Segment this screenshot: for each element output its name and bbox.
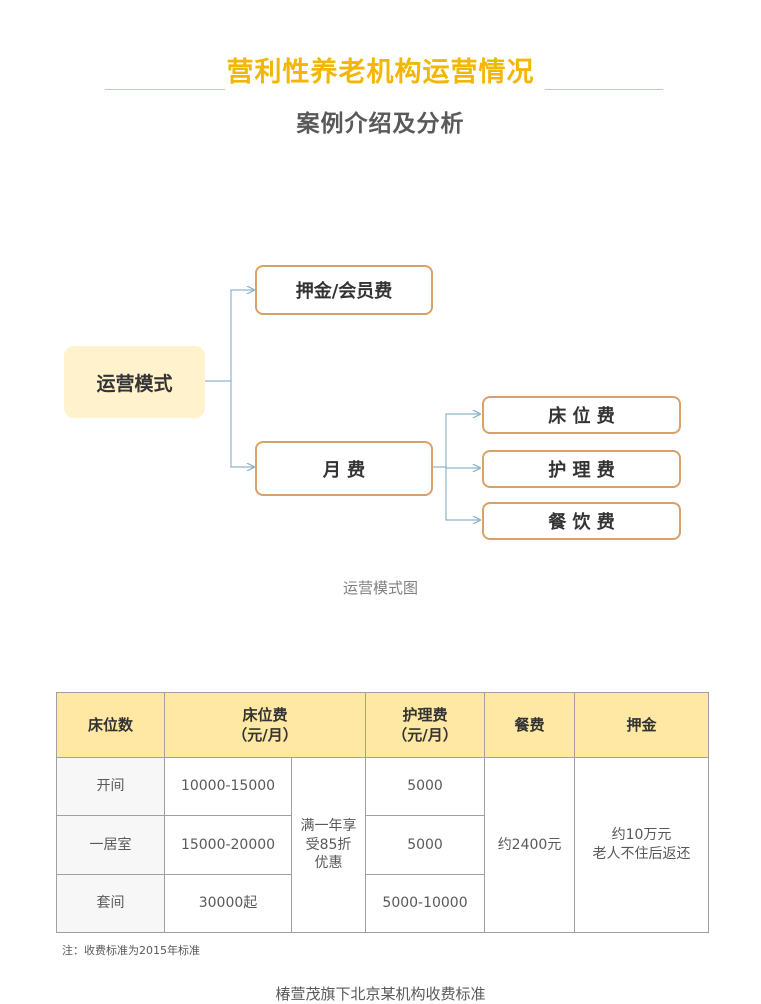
header-bed-fee: 床位费 （元/月） — [163, 692, 367, 758]
table-header-row: 床位数 床位费 （元/月） 护理费 （元/月） 餐费 押金 — [56, 692, 710, 758]
cell-care-fee: 5000 — [365, 815, 486, 875]
fee-table: 床位数 床位费 （元/月） 护理费 （元/月） 餐费 押金 开间 10000-1… — [56, 692, 710, 934]
connector-monthly-meal — [445, 467, 480, 520]
table-note: 注：收费标准为2015年标准 — [62, 944, 200, 957]
cell-discount: 满一年享 受85折 优惠 — [290, 757, 367, 933]
cell-care-fee: 5000 — [365, 756, 486, 817]
cell-care-fee: 5000-10000 — [365, 873, 486, 934]
connector-root-monthly — [230, 381, 254, 467]
page-title: 营利性养老机构运营情况 — [226, 57, 535, 88]
table-row: 一居室 15000-20000 5000 — [56, 815, 709, 875]
header-beds: 床位数 — [56, 692, 165, 758]
header-deposit: 押金 — [574, 692, 710, 758]
cell-bed-fee: 10000-15000 — [164, 756, 292, 817]
cell-deposit: 约10万元 老人不住后返还 — [574, 757, 710, 933]
cell-room-type: 开间 — [56, 756, 165, 817]
node-operating-model: 运营模式 — [64, 346, 205, 418]
title-divider-right — [545, 89, 663, 90]
cell-room-type: 套间 — [56, 873, 165, 934]
connector-root-deposit — [230, 290, 254, 381]
cell-bed-fee: 30000起 — [164, 873, 292, 934]
header-meal-fee: 餐费 — [484, 692, 576, 758]
page-subtitle: 案例介绍及分析 — [296, 111, 465, 137]
table-row: 套间 30000起 5000-10000 — [56, 873, 709, 934]
title-divider-left — [105, 89, 225, 90]
node-monthly-fee: 月 费 — [255, 441, 433, 496]
connector-monthly-bed — [445, 414, 480, 467]
node-bed-fee: 床 位 费 — [482, 396, 681, 434]
node-meal-fee: 餐 饮 费 — [482, 502, 681, 540]
cell-meal-fee: 约2400元 — [484, 757, 576, 933]
header-care-fee: 护理费 （元/月） — [365, 692, 486, 758]
cell-bed-fee: 15000-20000 — [164, 815, 292, 875]
cell-room-type: 一居室 — [56, 815, 165, 875]
table-row: 开间 10000-15000 满一年享 受85折 优惠 5000 约2400元 … — [56, 756, 710, 933]
table-caption: 椿萱茂旗下北京某机构收费标准 — [275, 985, 486, 1003]
diagram-caption: 运营模式图 — [342, 579, 418, 597]
node-care-fee: 护 理 费 — [482, 450, 681, 488]
connector-monthly-care — [445, 467, 480, 468]
node-deposit-membership-fee: 押金/会员费 — [255, 265, 433, 315]
